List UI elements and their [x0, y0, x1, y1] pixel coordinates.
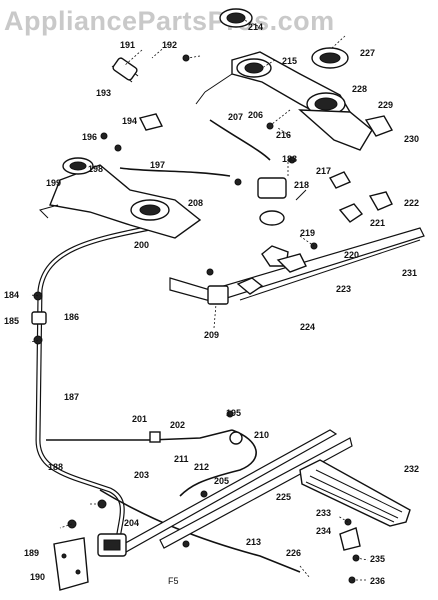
- label-227: 227: [360, 48, 375, 58]
- label-216: 216: [276, 130, 291, 140]
- label-222: 222: [404, 198, 419, 208]
- label-202: 202: [170, 420, 185, 430]
- burner-arm-top-right: [195, 8, 373, 151]
- label-209: 209: [204, 330, 219, 340]
- label-190: 190: [30, 572, 45, 582]
- valve-204: [53, 533, 127, 591]
- label-223: 223: [336, 284, 351, 294]
- label-210: 210: [254, 430, 269, 440]
- label-188: 188: [48, 462, 63, 472]
- label-232: 232: [404, 464, 419, 474]
- label-212: 212: [194, 462, 209, 472]
- label-228: 228: [352, 84, 367, 94]
- label-198: 198: [88, 164, 103, 174]
- label-231: 231: [402, 268, 417, 278]
- label-225: 225: [276, 492, 291, 502]
- main-gas-tube: [35, 225, 153, 543]
- label-201: 201: [132, 414, 147, 424]
- label-199: 199: [46, 178, 61, 188]
- label-215: 215: [282, 56, 297, 66]
- label-207: 207: [228, 112, 243, 122]
- label-183: 183: [282, 154, 297, 164]
- label-203: 203: [134, 470, 149, 480]
- label-229: 229: [378, 100, 393, 110]
- label-200: 200: [134, 240, 149, 250]
- fittings: [31, 54, 394, 584]
- label-186: 186: [64, 312, 79, 322]
- gas-line-207: [119, 119, 271, 177]
- oven-burner-232: [119, 429, 411, 553]
- part-labels: 191 192 193 194 195 196 197 198 199 200 …: [4, 22, 419, 586]
- label-217: 217: [316, 166, 331, 176]
- label-211: 211: [174, 454, 189, 464]
- valve-218: [257, 177, 307, 226]
- label-204: 204: [124, 518, 139, 528]
- label-194: 194: [122, 116, 137, 126]
- label-220: 220: [344, 250, 359, 260]
- label-219: 219: [300, 228, 315, 238]
- label-189: 189: [24, 548, 39, 558]
- label-213: 213: [246, 537, 261, 547]
- label-193: 193: [96, 88, 111, 98]
- label-192: 192: [162, 40, 177, 50]
- label-230: 230: [404, 134, 419, 144]
- label-206: 206: [248, 110, 263, 120]
- label-235: 235: [370, 554, 385, 564]
- label-187: 187: [64, 392, 79, 402]
- label-233: 233: [316, 508, 331, 518]
- label-208: 208: [188, 198, 203, 208]
- leader-lines: [29, 19, 369, 581]
- label-226: 226: [286, 548, 301, 558]
- label-218: 218: [294, 180, 309, 190]
- label-214: 214: [248, 22, 263, 32]
- watermark-text: AppliancePartsPros.com: [4, 6, 335, 36]
- label-205: 205: [214, 476, 229, 486]
- label-221: 221: [370, 218, 385, 228]
- burner-arm-top-left: [39, 157, 202, 239]
- label-195: 195: [226, 408, 241, 418]
- label-236: 236: [370, 576, 385, 586]
- label-196: 196: [82, 132, 97, 142]
- label-234: 234: [316, 526, 331, 536]
- label-191: 191: [120, 40, 135, 50]
- figure-label: F5: [168, 576, 179, 586]
- label-197: 197: [150, 160, 165, 170]
- label-185: 185: [4, 316, 19, 326]
- label-184: 184: [4, 290, 19, 300]
- label-224: 224: [300, 322, 315, 332]
